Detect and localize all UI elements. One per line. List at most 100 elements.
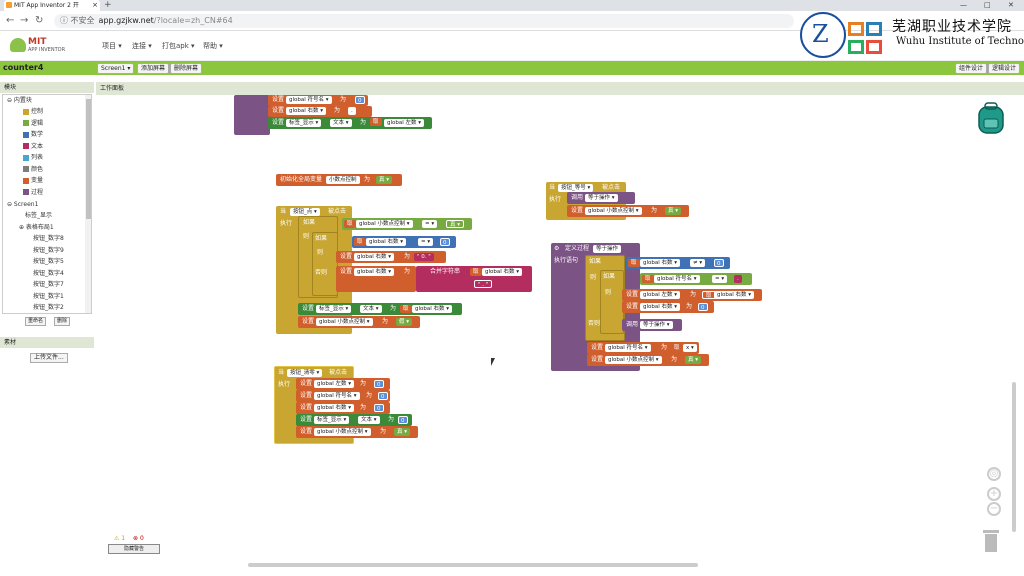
- set-right-join-block[interactable]: 设置 global 右数 ▾ 为: [336, 266, 416, 292]
- url-path: /?locale=zh_CN#64: [153, 16, 233, 25]
- proc-set-sym-x[interactable]: 设置 global 符号名 ▾ 为 取 x ▾: [587, 342, 699, 354]
- clear-set-dot[interactable]: 设置 global 小数点控制 ▾ 为 真 ▾: [296, 426, 418, 438]
- menu-help[interactable]: 帮助 ▾: [203, 42, 223, 50]
- zoom-out-icon[interactable]: −: [987, 502, 1001, 516]
- component-item[interactable]: 标签_显示: [25, 212, 53, 219]
- builtin-item[interactable]: 文本: [23, 143, 43, 151]
- component-item[interactable]: 按钮_数字9: [33, 246, 64, 254]
- category-swatch-icon: [23, 177, 29, 184]
- set-right-block[interactable]: 设置 global 右数 ▾ 为 .: [268, 106, 372, 117]
- component-item[interactable]: 按钮_数字7: [33, 281, 64, 288]
- url-host: app.gzjkw.net: [98, 16, 154, 25]
- builtin-item[interactable]: 列表: [23, 154, 43, 162]
- component-item[interactable]: 按钮_数字8: [33, 235, 64, 242]
- component-item[interactable]: 按钮_数字2: [33, 304, 64, 311]
- set-right-zero-block[interactable]: 设置 global 右数 ▾ 为 " 0. ": [336, 251, 446, 263]
- browser-tab-bar: MIT App Inventor 2 开 × + — □ ✕: [0, 0, 1024, 11]
- backpack-icon[interactable]: [976, 102, 1006, 134]
- builtin-item[interactable]: 颜色: [23, 166, 43, 174]
- clear-set-label[interactable]: 设置 标签_显示 ▾ 文本 ▾ 为 0: [296, 414, 412, 426]
- app-inventor-logo[interactable]: MIT APP INVENTOR: [10, 36, 66, 56]
- favicon-icon: [6, 2, 12, 8]
- builtin-item[interactable]: 变量: [23, 177, 43, 185]
- builtin-item[interactable]: 过程: [23, 189, 43, 197]
- menu-project[interactable]: 项目 ▾: [102, 42, 122, 50]
- proc-if-inner[interactable]: 如果 则: [600, 270, 624, 334]
- school-english-name: Wuhu Institute of Technology: [896, 36, 1024, 47]
- component-item[interactable]: 按钮_数字4: [33, 269, 64, 277]
- set-dot-false-block[interactable]: 设置 global 小数点控制 ▾ 为 假 ▾: [298, 316, 420, 328]
- add-screen-button[interactable]: 添加屏幕: [137, 63, 170, 74]
- minimize-icon[interactable]: —: [960, 1, 967, 9]
- new-tab-button[interactable]: +: [104, 0, 112, 10]
- zoom-in-icon[interactable]: +: [987, 487, 1001, 501]
- upload-file-button[interactable]: 上传文件...: [30, 353, 68, 363]
- blocks-button[interactable]: 逻辑设计: [988, 63, 1021, 74]
- trash-icon[interactable]: [983, 530, 999, 552]
- proc-compare-sym[interactable]: 取 global 符号名 ▾ = ▾ .: [640, 273, 752, 285]
- category-swatch-icon: [23, 131, 29, 138]
- rename-button[interactable]: 重命名: [25, 317, 47, 326]
- designer-button[interactable]: 组件设计: [955, 63, 988, 74]
- set-sym-block[interactable]: 设置 global 符号名 ▾ 为 0: [268, 95, 368, 106]
- reload-icon[interactable]: ↻: [35, 15, 44, 26]
- tree-scrollbar[interactable]: [85, 95, 91, 313]
- if-block-inner[interactable]: 如果 则 否则: [312, 232, 338, 296]
- logo-title: MIT: [28, 37, 47, 47]
- close-window-icon[interactable]: ✕: [1008, 1, 1014, 9]
- delete-button[interactable]: 删除: [54, 317, 71, 326]
- clear-set-sym[interactable]: 设置 global 符号名 ▾ 为 0: [296, 390, 390, 402]
- set-label-right-block[interactable]: 设置 标签_显示 ▾ 文本 ▾ 为 取 global 右数 ▾: [298, 303, 462, 315]
- warning-indicator: ⚠ 1 ⊗ 0: [114, 535, 144, 542]
- modules-header: 模块: [0, 82, 94, 93]
- browser-tab[interactable]: MIT App Inventor 2 开 ×: [4, 0, 100, 11]
- builtin-item[interactable]: 控制: [23, 108, 43, 116]
- hide-warnings-button[interactable]: 隐藏警告: [108, 544, 160, 554]
- set-label-text-block[interactable]: 设置 标签_显示 ▾ 文本 ▾ 为 取 global 左数 ▾: [268, 117, 432, 129]
- remove-screen-button[interactable]: 删除屏幕: [170, 63, 203, 74]
- menu-connect[interactable]: 连接 ▾: [132, 42, 152, 50]
- close-tab-icon[interactable]: ×: [92, 1, 98, 9]
- workspace-vertical-scrollbar[interactable]: [1012, 382, 1016, 532]
- zoom-reset-icon[interactable]: ◎: [987, 467, 1001, 481]
- builtin-item[interactable]: 逻辑: [23, 120, 43, 128]
- proc-compare-right[interactable]: 取 global 右数 ▾ ≠ ▾ 0: [626, 257, 730, 269]
- forward-icon[interactable]: →: [20, 15, 29, 26]
- school-cubes-icon: [846, 18, 892, 64]
- join-block[interactable]: 合并字符串 取 global 右数 ▾ " . ": [416, 266, 532, 292]
- menu-build[interactable]: 打包apk ▾: [162, 42, 195, 50]
- component-item[interactable]: 按钮_数字5: [33, 258, 64, 265]
- maximize-icon[interactable]: □: [984, 1, 991, 9]
- builtin-item[interactable]: 数学: [23, 131, 43, 139]
- proc-set-dot-true[interactable]: 设置 global 小数点控制 ▾ 为 真 ▾: [587, 354, 709, 366]
- workspace-horizontal-scrollbar[interactable]: [248, 563, 698, 567]
- compare-right-block[interactable]: 取 global 右数 ▾ = ▾ 0: [352, 236, 456, 248]
- procedure-block-partial[interactable]: [234, 95, 270, 135]
- category-swatch-icon: [23, 166, 29, 172]
- builtin-node[interactable]: ⊖ 内置块: [7, 97, 32, 104]
- call-equals-block[interactable]: 调用 等于操作 ▾: [567, 192, 635, 204]
- init-global-block[interactable]: 初始化全局变量 小数点控制 为 真 ▾: [276, 174, 402, 186]
- builtin-item-label: 控制: [31, 108, 44, 115]
- screen1-node[interactable]: ⊖ Screen1: [7, 201, 39, 208]
- logo-subtitle: APP INVENTOR: [28, 47, 66, 53]
- error-count: ⊗ 0: [133, 535, 144, 542]
- compare-dot-block[interactable]: 取 global 小数点控制 ▾ = ▾ 真 ▾: [342, 218, 472, 230]
- proc-set-right[interactable]: 设置 global 右数 ▾ 为 0: [622, 301, 714, 313]
- tab-title: MIT App Inventor 2 开: [14, 2, 79, 9]
- component-item[interactable]: ⊕ 表格布局1: [19, 223, 54, 231]
- proc-call-op[interactable]: 调用 等于操作 ▾: [622, 319, 682, 331]
- clear-set-right[interactable]: 设置 global 右数 ▾ 为 0: [296, 402, 390, 414]
- screen-select[interactable]: Screen1 ▾: [97, 63, 135, 74]
- workspace-header: 工作面板: [96, 82, 1024, 95]
- school-logo: Z 芜湖职业技术学院 Wuhu Institute of Technology: [800, 12, 1024, 64]
- gear-icon: ⚙: [554, 245, 560, 252]
- back-icon[interactable]: ←: [6, 15, 15, 26]
- component-item[interactable]: 按钮_数字1: [33, 292, 64, 300]
- proc-set-left[interactable]: 设置 global 左数 ▾ 为 取 global 右数 ▾: [622, 289, 762, 301]
- tree-scroll-thumb[interactable]: [86, 99, 91, 219]
- set-dot-true-block[interactable]: 设置 global 小数点控制 ▾ 为 真 ▾: [567, 205, 689, 217]
- clear-set-left[interactable]: 设置 global 左数 ▾ 为 0: [296, 378, 390, 390]
